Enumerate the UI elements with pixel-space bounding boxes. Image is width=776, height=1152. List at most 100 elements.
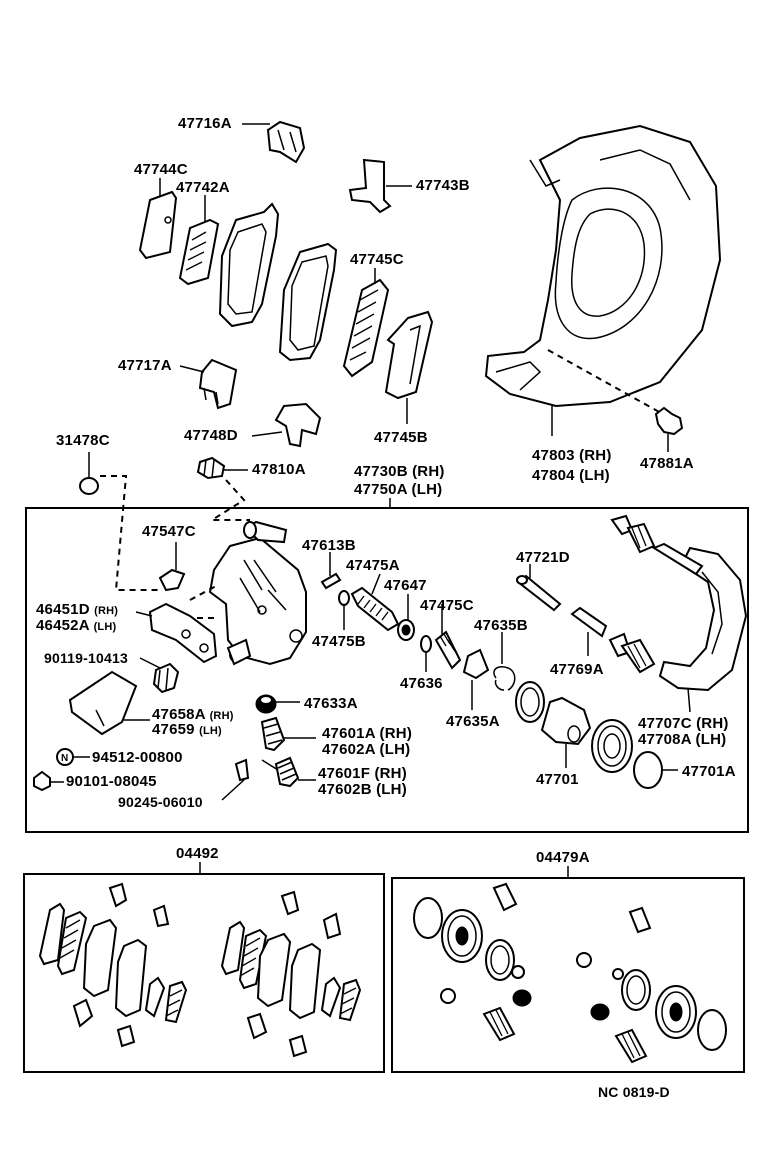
part-47475A-bolt xyxy=(350,586,400,632)
leader-47707C xyxy=(687,687,691,713)
part-46451D-bracket xyxy=(148,602,218,664)
label-47635B: 47635B xyxy=(474,617,528,634)
label-47742A: 47742A xyxy=(176,179,230,196)
label-46451D-code: 46451D xyxy=(36,601,90,618)
label-47475A: 47475A xyxy=(346,557,400,574)
label-47750A: 47750A (LH) xyxy=(354,481,443,498)
label-47658A-side: (RH) xyxy=(209,710,234,722)
label-31478C: 31478C xyxy=(56,432,110,449)
part-47745C-shim xyxy=(342,278,390,378)
part-47881A-bolt xyxy=(654,406,684,436)
leader-47748D xyxy=(251,431,283,437)
label-47803: 47803 (RH) xyxy=(532,447,612,464)
kit-04479A-parts xyxy=(413,882,727,1064)
label-47769A: 47769A xyxy=(550,661,604,678)
label-47745B: 47745B xyxy=(374,429,428,446)
part-47547C-cap xyxy=(158,568,186,592)
part-94512-nut: N xyxy=(56,748,74,766)
part-47601A-pin xyxy=(260,716,286,752)
label-47701A: 47701A xyxy=(682,763,736,780)
part-47743B-clip xyxy=(348,158,392,214)
part-47742A-shim xyxy=(178,218,220,286)
label-94512: 94512-00800 xyxy=(92,749,183,766)
label-90245: 90245-06010 xyxy=(118,794,203,810)
label-46452A: 46452A (LH) xyxy=(36,618,116,635)
label-04479A: 04479A xyxy=(536,849,590,866)
part-90119-bolt xyxy=(152,662,180,694)
label-47748D: 47748D xyxy=(184,427,238,444)
label-47721D: 47721D xyxy=(516,549,570,566)
label-47701: 47701 xyxy=(536,771,579,788)
label-46452A-side: (LH) xyxy=(93,621,117,633)
label-47881A: 47881A xyxy=(640,455,694,472)
label-47601A: 47601A (RH) xyxy=(322,725,413,742)
label-90119: 90119-10413 xyxy=(44,650,128,666)
leader-47810A-dash xyxy=(208,479,250,521)
leader-31478C-dash xyxy=(100,475,160,591)
label-47804: 47804 (LH) xyxy=(532,467,610,484)
part-caliper-cylinder xyxy=(208,520,307,666)
part-47647-washer xyxy=(397,619,415,641)
label-47613B: 47613B xyxy=(302,537,356,554)
label-46451D: 46451D (RH) xyxy=(36,602,118,619)
part-disc-pad-inner xyxy=(218,202,280,328)
part-47803-dust-cover xyxy=(484,124,722,408)
part-47810A-bleeder xyxy=(196,456,226,480)
label-47659-side: (LH) xyxy=(199,725,222,737)
label-47730B: 47730B (RH) xyxy=(354,463,445,480)
kit-04492-parts-left xyxy=(38,882,188,1048)
part-47635A-retainer xyxy=(462,648,490,680)
leader-90119 xyxy=(139,657,161,669)
label-47601F: 47601F (RH) xyxy=(318,765,407,782)
label-47810A: 47810A xyxy=(252,461,306,478)
part-disc-pad-outer xyxy=(278,242,338,362)
svg-text:N: N xyxy=(61,753,68,764)
leader-90245 xyxy=(221,779,245,801)
part-47635B-ring xyxy=(493,666,516,691)
label-47743B: 47743B xyxy=(416,177,470,194)
part-47633A-boot xyxy=(255,694,277,714)
part-47748D-clip xyxy=(274,402,322,448)
label-47659-code: 47659 xyxy=(152,721,195,738)
part-90101-bolt xyxy=(33,770,51,792)
label-47602A: 47602A (LH) xyxy=(322,741,411,758)
diagram-code: NC 0819-D xyxy=(598,1084,670,1100)
part-47475C-spring xyxy=(434,630,462,670)
kit-04492-parts-right xyxy=(220,890,362,1058)
label-47717A: 47717A xyxy=(118,357,172,374)
label-47716A: 47716A xyxy=(178,115,232,132)
label-47658A: 47658A (RH) xyxy=(152,707,234,724)
part-47717A-clip xyxy=(198,358,238,410)
label-47602B: 47602B (LH) xyxy=(318,781,407,798)
part-47701-piston xyxy=(540,696,592,746)
label-47635A: 47635A xyxy=(446,713,500,730)
label-47744C: 47744C xyxy=(134,161,188,178)
label-47745C: 47745C xyxy=(350,251,404,268)
part-piston-boot xyxy=(591,719,633,773)
kit-04492-box xyxy=(23,873,385,1073)
label-47636: 47636 xyxy=(400,675,443,692)
part-47475B-ring xyxy=(338,590,350,606)
label-47475C: 47475C xyxy=(420,597,474,614)
part-90245-pin xyxy=(234,758,250,782)
part-47636-ring xyxy=(420,635,432,653)
label-47708A: 47708A (LH) xyxy=(638,731,727,748)
label-90101: 90101-08045 xyxy=(66,773,157,790)
label-47647: 47647 xyxy=(384,577,427,594)
label-47633A: 47633A xyxy=(304,695,358,712)
leader-dust-cover-bolt xyxy=(547,349,671,419)
part-47769A-sleeve xyxy=(570,606,608,638)
label-46451D-side: (RH) xyxy=(94,605,119,617)
label-47658A-code: 47658A xyxy=(152,706,206,723)
label-47707C: 47707C (RH) xyxy=(638,715,729,732)
kit-04479A-box xyxy=(391,877,745,1073)
part-31478C-cap xyxy=(79,477,99,495)
label-47659: 47659 (LH) xyxy=(152,722,222,739)
part-47601F-pin xyxy=(261,756,300,788)
label-04492: 04492 xyxy=(176,845,219,862)
part-47658A-plate xyxy=(68,670,138,736)
part-47701A-ring xyxy=(633,751,663,789)
label-46452A-code: 46452A xyxy=(36,617,90,634)
part-47707C-mounting xyxy=(651,542,748,692)
part-47745B-shim xyxy=(384,310,434,400)
